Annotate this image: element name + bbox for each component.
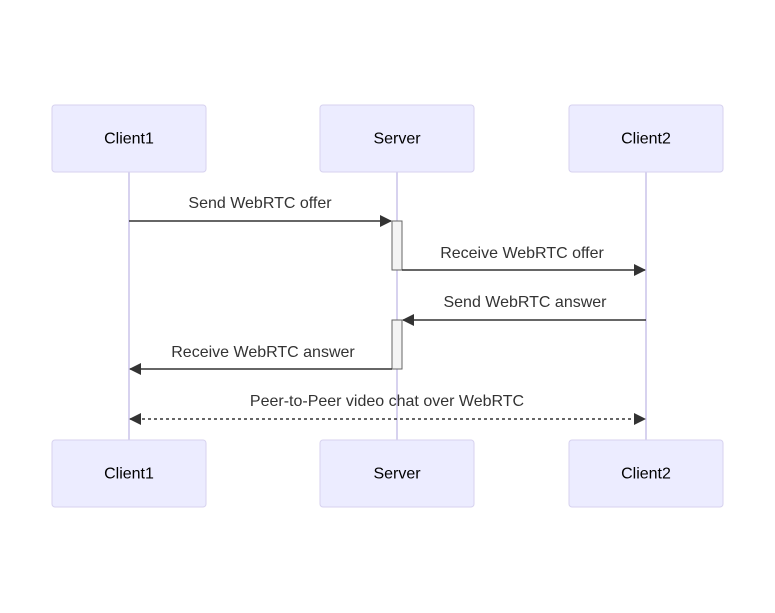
message-receive-offer-label: Receive WebRTC offer (440, 245, 604, 262)
server-activation-answer (391, 319, 403, 370)
actor-bottom-client1: Client1 (51, 439, 207, 508)
actor-bottom-server: Server (319, 439, 475, 508)
message-send-offer-label: Send WebRTC offer (188, 195, 332, 212)
actor-bottom-client1-label: Client1 (104, 466, 154, 483)
actor-bottom-server-label: Server (373, 466, 421, 483)
server-activation-offer (391, 220, 403, 271)
actor-top-client1: Client1 (51, 104, 207, 173)
actor-top-client2: Client2 (568, 104, 724, 173)
message-send-answer-label: Send WebRTC answer (443, 294, 607, 311)
message-p2p-label: Peer-to-Peer video chat over WebRTC (250, 393, 524, 410)
actor-bottom-client2: Client2 (568, 439, 724, 508)
message-receive-answer-label: Receive WebRTC answer (171, 344, 355, 361)
actor-top-server: Server (319, 104, 475, 173)
actor-bottom-client2-label: Client2 (621, 466, 671, 483)
actor-top-client2-label: Client2 (621, 131, 671, 148)
actor-top-client1-label: Client1 (104, 131, 154, 148)
actor-top-server-label: Server (373, 131, 421, 148)
